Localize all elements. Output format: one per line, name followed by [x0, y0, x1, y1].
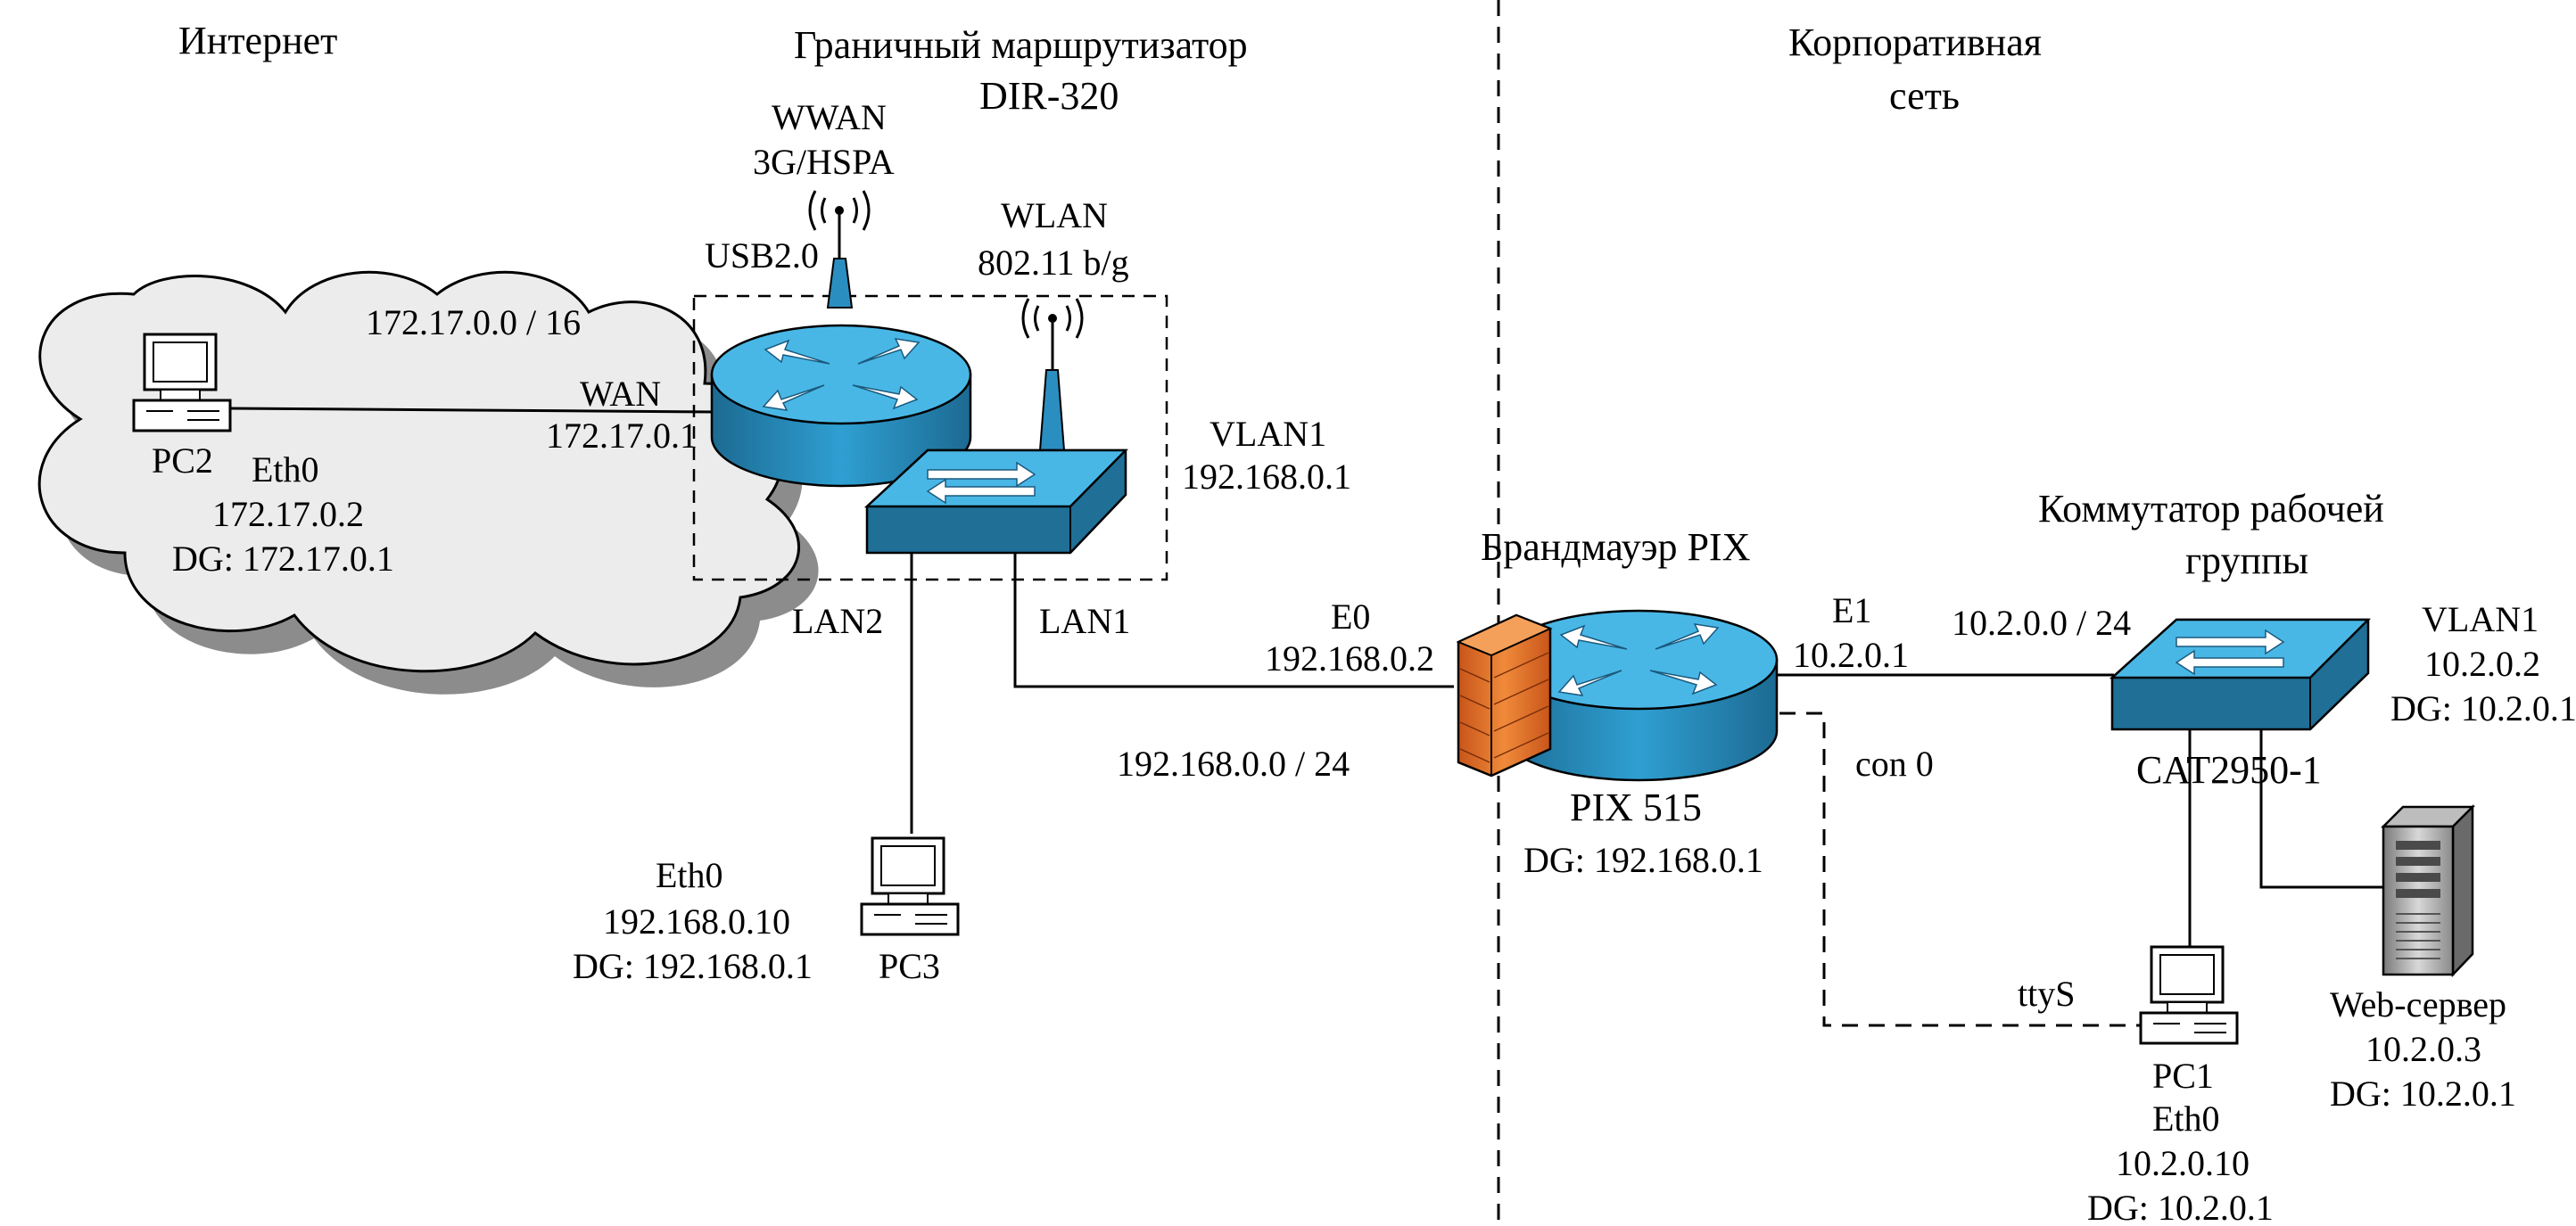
pc3-eth-label: Eth0 [656, 855, 723, 895]
lan2-label: LAN2 [792, 601, 883, 641]
usb-label: USB2.0 [705, 235, 819, 276]
switch-model-label: CAT2950-1 [2136, 748, 2322, 792]
antenna-icon [1021, 298, 1084, 451]
switch-icon[interactable] [863, 298, 1128, 555]
pc2-dg-label: DG: 172.17.0.1 [172, 539, 394, 579]
wlan-standard-label: 802.11 b/g [978, 243, 1129, 283]
wwan-tech-label: 3G/HSPA [753, 142, 895, 182]
wan-label: WAN [580, 374, 661, 414]
web-server-dg-label: DG: 10.2.0.1 [2330, 1074, 2516, 1114]
firewall-icon[interactable] [1456, 609, 1779, 782]
pc1-name-label: PC1 [2152, 1056, 2214, 1096]
switch-vlan1-label: VLAN1 [2422, 599, 2539, 639]
cloud-icon [37, 270, 819, 695]
e0-label: E0 [1331, 597, 1370, 637]
vlan1-label: VLAN1 [1210, 414, 1326, 454]
pc2-ip-label: 172.17.0.2 [212, 494, 364, 534]
web-server-ip-label: 10.2.0.3 [2365, 1029, 2481, 1069]
pix-dg-label: DG: 192.168.0.1 [1523, 840, 1763, 880]
edge-router-title: Граничный маршрутизатор [794, 23, 1248, 67]
pc2-eth-label: Eth0 [252, 449, 319, 490]
pc3-dg-label: DG: 192.168.0.1 [573, 946, 813, 986]
lan1-label: LAN1 [1039, 601, 1130, 641]
zone-corporate-label: Корпоративная [1788, 21, 2042, 64]
internet-subnet-label: 172.17.0.0 / 16 [366, 302, 581, 342]
pc3-ip-label: 192.168.0.10 [603, 901, 790, 942]
workgroup-switch-title: Коммутатор рабочей [2038, 487, 2384, 531]
pc-icon[interactable] [132, 333, 232, 432]
pix-model-label: PIX 515 [1570, 786, 1702, 829]
console-label: con 0 [1855, 744, 1934, 784]
switch-vlan1-dg-label: DG: 10.2.0.1 [2390, 688, 2576, 728]
antenna-icon [808, 190, 871, 309]
wan-ip-label: 172.17.0.1 [546, 416, 698, 456]
labels: Интернет Граничный маршрутизатор DIR-320… [152, 19, 2576, 1226]
wlan-label: WLAN [1001, 195, 1108, 235]
edge-router-boundary [692, 294, 1168, 581]
web-server-name-label: Web-сервер [2330, 984, 2506, 1024]
workgroup-subnet-label: 10.2.0.0 / 24 [1952, 603, 2131, 643]
router-icon[interactable] [710, 190, 972, 488]
pc1-ip-label: 10.2.0.10 [2116, 1143, 2250, 1183]
vlan1-ip-label: 192.168.0.1 [1182, 457, 1351, 497]
wwan-label: WWAN [772, 97, 887, 137]
zone-internet-label: Интернет [178, 19, 337, 62]
e1-ip-label: 10.2.0.1 [1793, 635, 1909, 675]
switch-icon[interactable] [2109, 618, 2372, 731]
e0-ip-label: 192.168.0.2 [1265, 638, 1434, 679]
switch-vlan1-ip-label: 10.2.0.2 [2424, 644, 2540, 684]
edge-router-model: DIR-320 [979, 74, 1119, 118]
firewall-title: Брандмауэр PIX [1481, 525, 1750, 569]
pc3-name-label: PC3 [879, 946, 940, 986]
wires [229, 407, 2390, 1027]
ttys-label: ttyS [2018, 974, 2075, 1014]
pc-icon[interactable] [2139, 945, 2239, 1045]
server-icon[interactable] [2380, 803, 2476, 978]
pc1-eth-label: Eth0 [2152, 1098, 2220, 1139]
lan-subnet-label: 192.168.0.0 / 24 [1117, 744, 1350, 784]
pc-icon[interactable] [860, 836, 960, 936]
pc2-name-label: PC2 [152, 440, 213, 481]
workgroup-switch-title-2: группы [2185, 539, 2308, 582]
zone-corporate-label-2: сеть [1889, 74, 1960, 118]
pc1-dg-label: DG: 10.2.0.1 [2087, 1188, 2274, 1226]
e1-label: E1 [1832, 590, 1871, 630]
